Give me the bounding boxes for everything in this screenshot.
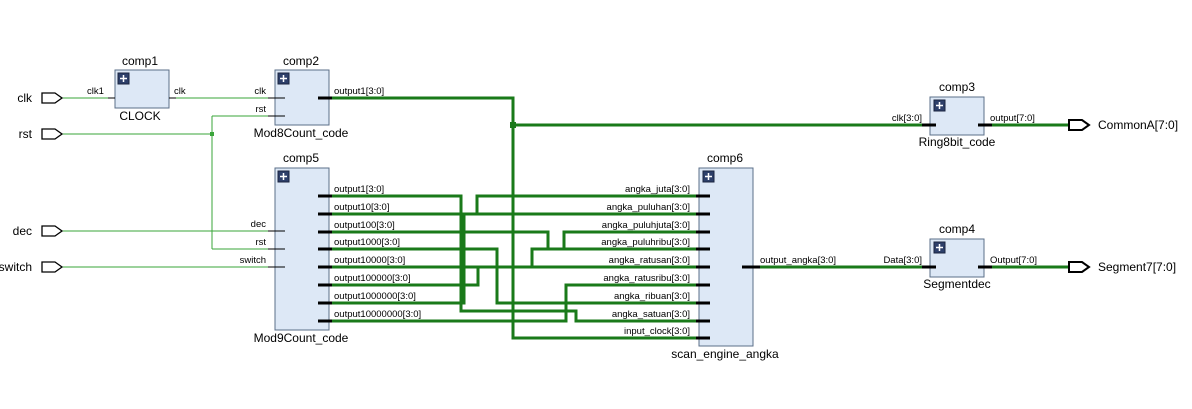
pin-label: output1000000[3:0]: [334, 291, 416, 302]
pin-label: output1000[3:0]: [334, 237, 400, 248]
pin-label: rst: [255, 104, 266, 115]
port-arrow-icon: [41, 128, 64, 140]
instance-name: comp3: [939, 80, 975, 94]
pin-label: output100[3:0]: [334, 220, 395, 231]
svg-text:CommonA[7:0]: CommonA[7:0]: [1098, 118, 1178, 132]
block-type: Mod9Count_code: [254, 331, 349, 345]
instance-name: comp6: [707, 151, 743, 165]
input-port-dec[interactable]: dec: [13, 224, 64, 238]
port-arrow-icon: [41, 92, 64, 104]
port-arrow-icon: [1068, 261, 1091, 273]
svg-text:dec: dec: [13, 224, 32, 238]
output-port-segment7[interactable]: Segment7[7:0]: [1068, 260, 1176, 274]
expand-icon[interactable]: [277, 170, 290, 183]
instance-name: comp2: [283, 54, 319, 68]
block-comp2[interactable]: comp2 clk rst output1[3:0] Mod8Count_cod…: [254, 54, 385, 140]
port-arrow-icon: [1068, 119, 1091, 131]
block-comp5[interactable]: comp5 dec rst switch output1[3:0] output…: [240, 151, 422, 345]
instance-name: comp5: [283, 151, 319, 165]
block-comp3[interactable]: comp3 clk[3:0] output[7:0] Ring8bit_code: [892, 80, 1035, 149]
input-port-rst[interactable]: rst: [19, 127, 64, 141]
pin-label: angka_ratusan[3:0]: [609, 255, 690, 266]
expand-icon[interactable]: [117, 72, 130, 85]
instance-name: comp4: [939, 222, 975, 236]
port-arrow-icon: [41, 225, 64, 237]
expand-icon[interactable]: [702, 170, 715, 183]
pin-label: angka_satuan[3:0]: [612, 309, 690, 320]
pin-label: angka_ratusribu[3:0]: [603, 273, 690, 284]
port-arrow-icon: [41, 261, 64, 273]
pin-label: output10000000[3:0]: [334, 309, 421, 320]
pin-label: Data[3:0]: [883, 255, 922, 266]
pin-label: Output[7:0]: [990, 255, 1037, 266]
svg-text:rst: rst: [19, 127, 33, 141]
expand-icon[interactable]: [277, 72, 290, 85]
pin-label: output1[3:0]: [334, 184, 384, 195]
pin-label: angka_puluhan[3:0]: [607, 202, 690, 213]
pin-label: output[7:0]: [990, 113, 1035, 124]
pin-label: angka_puluhribu[3:0]: [601, 237, 690, 248]
pin-label: output10[3:0]: [334, 202, 389, 213]
pin-label: angka_puluhjuta[3:0]: [602, 220, 690, 231]
pin-label: rst: [255, 237, 266, 248]
expand-icon[interactable]: [933, 241, 946, 254]
block-comp1[interactable]: comp1 clk1 clk CLOCK: [87, 54, 186, 123]
block-type: Mod8Count_code: [254, 126, 349, 140]
pin-label: clk: [174, 86, 186, 97]
instance-name: comp1: [122, 54, 158, 68]
pin-label: clk[3:0]: [892, 113, 922, 124]
pin-label: input_clock[3:0]: [624, 326, 690, 337]
expand-icon[interactable]: [933, 99, 946, 112]
pin-label: switch: [240, 255, 266, 266]
block-type: Segmentdec: [923, 277, 990, 291]
wires: [62, 97, 280, 268]
buses: [322, 96, 1069, 340]
block-type: Ring8bit_code: [919, 135, 996, 149]
pin-label: clk: [254, 86, 266, 97]
pin-label: output100000[3:0]: [334, 273, 411, 284]
input-port-switch[interactable]: switch: [0, 260, 64, 274]
output-port-commona[interactable]: CommonA[7:0]: [1068, 118, 1178, 132]
svg-text:Segment7[7:0]: Segment7[7:0]: [1098, 260, 1176, 274]
svg-text:switch: switch: [0, 260, 32, 274]
block-comp6[interactable]: comp6 angka_juta[3:0] angka_puluhan[3:0]…: [601, 151, 836, 361]
svg-text:clk: clk: [17, 91, 33, 105]
pin-label: output10000[3:0]: [334, 255, 405, 266]
pin-label: output_angka[3:0]: [760, 255, 836, 266]
pin-label: clk1: [87, 86, 104, 97]
pin-label: angka_juta[3:0]: [625, 184, 690, 195]
input-port-clk[interactable]: clk: [17, 91, 64, 105]
block-type: scan_engine_angka: [671, 347, 779, 361]
block-comp4[interactable]: comp4 Data[3:0] Output[7:0] Segmentdec: [883, 222, 1037, 291]
pin-label: angka_ribuan[3:0]: [614, 291, 690, 302]
pin-label: output1[3:0]: [334, 86, 384, 97]
block-type: CLOCK: [119, 109, 160, 123]
pin-label: dec: [251, 219, 267, 230]
